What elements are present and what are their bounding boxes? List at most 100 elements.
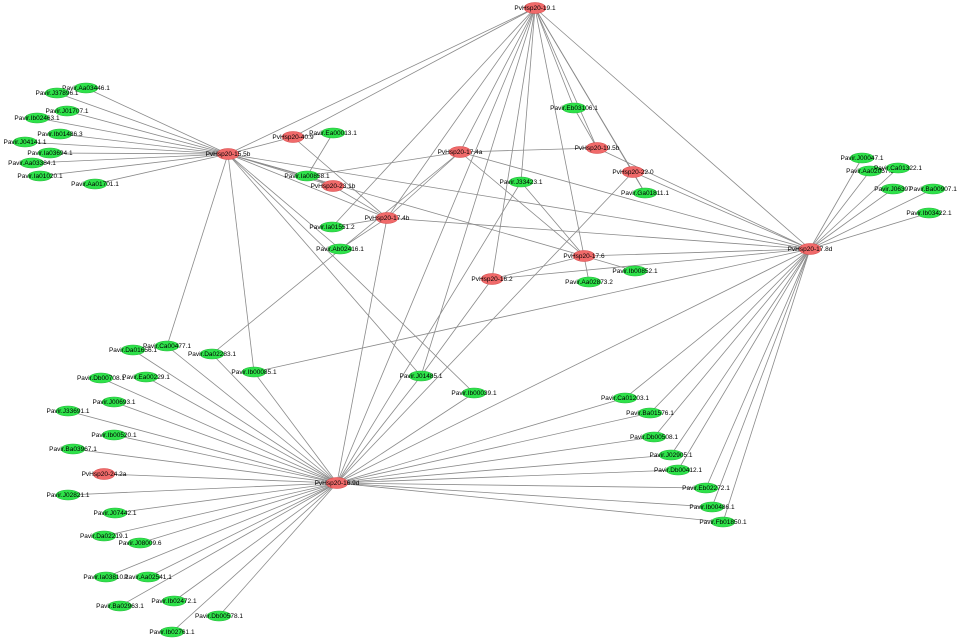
hub-node-h220[interactable]: PvHsp20-22.0 <box>612 166 654 178</box>
target-node-g19[interactable]: Pavir.Aa02057.1 <box>846 165 894 177</box>
target-node-g16[interactable]: Pavir.J33423.1 <box>499 176 543 188</box>
target-node-g29[interactable]: Pavir.Ib00085.1 <box>231 366 277 378</box>
target-node-g2[interactable]: Pavir.J37896.1 <box>35 87 79 99</box>
target-node-g31[interactable]: Pavir.Ea00229.1 <box>122 371 170 383</box>
target-node-g13[interactable]: Pavir.Ia01551.2 <box>309 221 355 233</box>
edge-h169d-g42 <box>119 482 338 607</box>
target-node-g17[interactable]: Pavir.Ga01811.1 <box>621 187 669 199</box>
target-node-shape <box>88 372 114 384</box>
target-node-g49[interactable]: Pavir.Ba01576.1 <box>626 407 674 419</box>
edge-h174b-g14 <box>339 217 388 250</box>
target-node-g47[interactable]: Pavir.Ib00039.1 <box>451 387 497 399</box>
target-node-g55[interactable]: Pavir.Fb01850.1 <box>699 516 747 528</box>
hub-node-h162[interactable]: PvHsp20-16.2 <box>471 273 513 285</box>
target-node-g7[interactable]: Pavir.Ia03694.1 <box>27 147 73 159</box>
target-node-g28[interactable]: Pavir.Da02283.1 <box>188 348 236 360</box>
target-node-g40[interactable]: Pavir.Ia03810.1 <box>83 571 129 583</box>
target-node-g50[interactable]: Pavir.Db00508.1 <box>630 431 678 443</box>
edge-h169d-g51 <box>336 454 672 484</box>
target-node-g33[interactable]: Pavir.J33691.1 <box>46 405 90 417</box>
target-node-g30[interactable]: Pavir.Db00708.1 <box>77 372 125 384</box>
node-label: PvHsp20-16.9d <box>315 480 360 487</box>
target-node-g38[interactable]: Pavir.Da02219.1 <box>80 530 128 542</box>
target-node-g26[interactable]: Pavir.Ca00477.1 <box>143 340 191 352</box>
target-node-g54[interactable]: Pavir.Ib00486.1 <box>689 501 735 513</box>
hub-node-h155b[interactable]: PvHsp20-15.5b <box>206 148 251 160</box>
target-node-shape <box>206 610 232 622</box>
target-node-g37[interactable]: Pavir.J07442.1 <box>93 507 137 519</box>
hub-node-h169d[interactable]: PvHsp20-16.9d <box>315 477 360 489</box>
target-node-g51[interactable]: Pavir.J02905.1 <box>649 449 693 461</box>
target-node-g52[interactable]: Pavir.Db00412.1 <box>654 464 702 476</box>
edge-h191-h155b <box>227 7 536 155</box>
target-node-g9[interactable]: Pavir.Ia01020.1 <box>17 170 63 182</box>
edge-h191-g15 <box>534 7 575 109</box>
target-node-g41[interactable]: Pavir.Aa02541.1 <box>124 571 172 583</box>
hub-node-h195b[interactable]: PvHsp20-19.5b <box>575 142 620 154</box>
hub-node-h178d[interactable]: PvHsp20-17.8d <box>788 243 833 255</box>
target-node-shape <box>47 128 73 140</box>
target-node-shape <box>127 537 153 549</box>
target-node-shape <box>693 482 719 494</box>
target-node-shape <box>60 443 86 455</box>
hub-node-h174b[interactable]: PvHsp20-17.4b <box>365 212 410 224</box>
edge-h220-h169d <box>336 171 634 484</box>
edge-h191-h174a <box>459 7 536 153</box>
target-node-g25[interactable]: Pavir.Aa02873.2 <box>565 276 613 288</box>
target-node-g15[interactable]: Pavir.Eb03106.1 <box>550 102 598 114</box>
target-node-g44[interactable]: Pavir.Db00578.1 <box>195 610 243 622</box>
target-node-g24[interactable]: Pavir.Ib00852.1 <box>612 265 658 277</box>
target-node-g4[interactable]: Pavir.Ib02463.1 <box>14 112 60 124</box>
target-node-g21[interactable]: Pavir.J06397 <box>874 183 912 195</box>
node-label: PvHsp20-17.6 <box>563 253 605 260</box>
edge-h169d-h242a <box>103 473 338 484</box>
target-node-g32[interactable]: Pavir.J00693.1 <box>92 396 136 408</box>
target-node-g1[interactable]: Pavir.Aa03446.1 <box>62 82 110 94</box>
target-node-g48[interactable]: Pavir.Ca01203.1 <box>601 392 649 404</box>
edge-h169d-g27 <box>132 349 338 484</box>
target-node-g23[interactable]: Pavir.Ib03422.1 <box>906 207 952 219</box>
hub-node-shape <box>321 180 345 192</box>
target-node-g8[interactable]: Pavir.Aa03384.1 <box>8 157 56 169</box>
target-node-g34[interactable]: Pavir.Ib00520.1 <box>91 429 137 441</box>
target-node-g22[interactable]: Pavir.Ba00907.1 <box>909 183 957 195</box>
target-node-g43[interactable]: Pavir.Ib02472.1 <box>151 595 197 607</box>
target-node-g27[interactable]: Pavir.Da01656.1 <box>109 344 157 356</box>
target-node-shape <box>54 105 80 117</box>
hub-node-h231b[interactable]: PvHsp20-23.1b <box>311 180 356 192</box>
target-node-g45[interactable]: Pavir.Ib02761.1 <box>149 626 195 638</box>
target-node-g39[interactable]: Pavir.J08009.6 <box>118 537 162 549</box>
target-node-g20[interactable]: Pavir.Ca01322.1 <box>874 162 922 174</box>
node-label: PvHsp20-23.1b <box>311 183 356 190</box>
target-node-g11[interactable]: Pavir.Ea00013.1 <box>309 127 357 139</box>
edge-h178d-g19 <box>809 170 871 250</box>
target-node-g36[interactable]: Pavir.J02821.1 <box>46 489 90 501</box>
target-node-g53[interactable]: Pavir.Eb02272.1 <box>682 482 730 494</box>
target-node-g46[interactable]: Pavir.J01485.1 <box>399 370 443 382</box>
hub-node-h242a[interactable]: PvHsp20-24.2a <box>82 468 127 480</box>
target-node-shape <box>408 370 434 382</box>
node-label: Pavir.Aa02057.1 <box>846 168 894 175</box>
edge-h155b-h176 <box>227 153 585 257</box>
target-node-g12[interactable]: Pavir.Ia00858.1 <box>284 170 330 182</box>
edge-h155b-g3 <box>66 110 229 155</box>
hub-node-h174a[interactable]: PvHsp20-17.4a <box>438 146 483 158</box>
node-label: Pavir.J02905.1 <box>649 452 692 459</box>
target-node-g10[interactable]: Pavir.Aa01701.1 <box>71 178 119 190</box>
node-label: Pavir.Ib02463.1 <box>14 115 60 122</box>
target-node-g42[interactable]: Pavir.Ba02963.1 <box>96 600 144 612</box>
target-node-g3[interactable]: Pavir.J01707.1 <box>45 105 89 117</box>
hub-node-h191[interactable]: PvHsp20-19.1 <box>514 2 556 14</box>
hub-node-h176[interactable]: PvHsp20-17.6 <box>563 250 605 262</box>
target-node-g5[interactable]: Pavir.Ib01486.3 <box>37 128 83 140</box>
edge-h162-h178d <box>491 248 811 280</box>
edge-h191-h409 <box>292 7 536 138</box>
target-node-g14[interactable]: Pavir.Ab02416.1 <box>316 243 364 255</box>
target-node-g35[interactable]: Pavir.Ba03967.1 <box>49 443 97 455</box>
target-node-g6[interactable]: Pavir.J04141.1 <box>3 136 47 148</box>
hub-node-h409[interactable]: PvHsp20-40.9 <box>272 131 314 143</box>
target-node-shape <box>93 571 119 583</box>
node-label: Pavir.Ea00013.1 <box>309 130 357 137</box>
target-node-g18[interactable]: Pavir.J00047.1 <box>840 152 884 164</box>
